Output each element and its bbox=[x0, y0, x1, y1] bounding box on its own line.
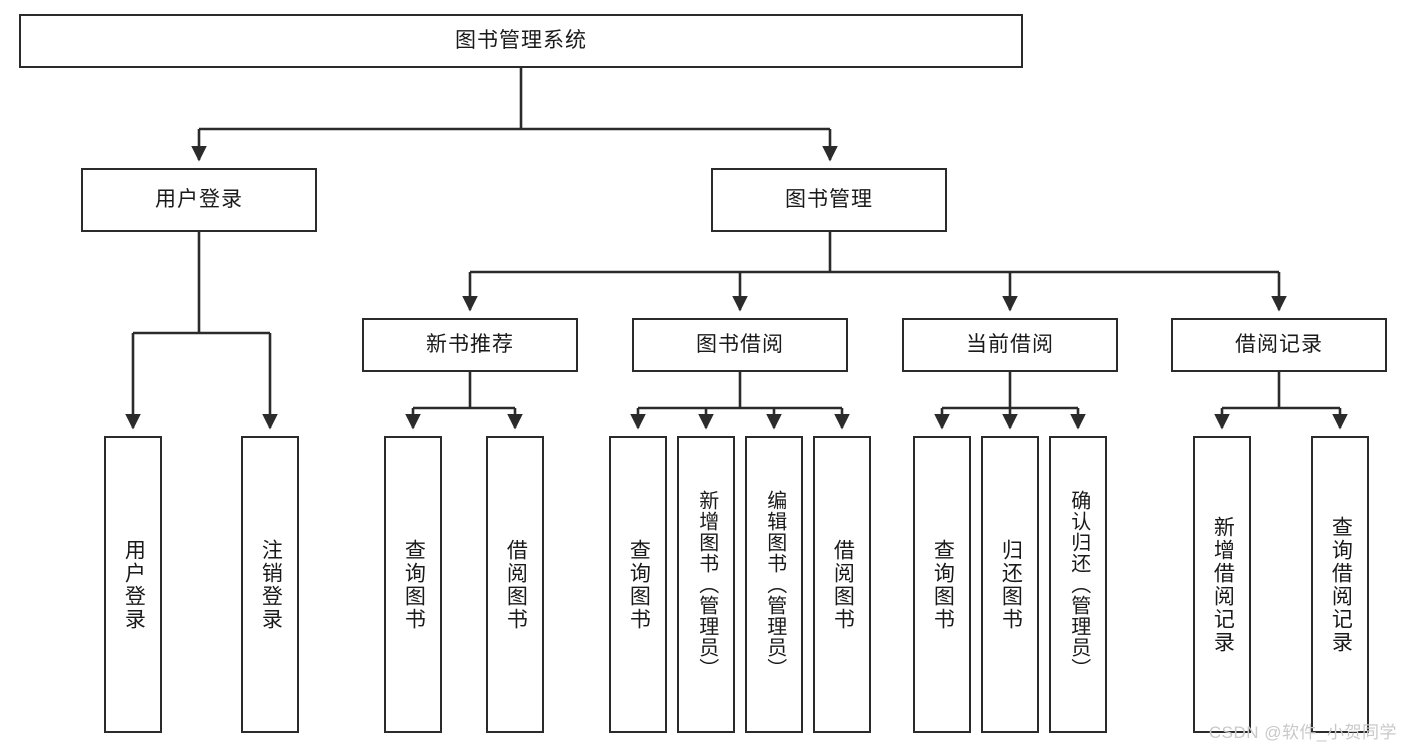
node-label: 查询图书 bbox=[931, 538, 955, 631]
node-root[interactable]: 图书管理系统 bbox=[19, 14, 1023, 68]
node-label: 借阅记录 bbox=[1235, 333, 1323, 357]
node-user-login[interactable]: 用户登录 bbox=[81, 168, 317, 232]
node-label: 用户登录 bbox=[155, 188, 243, 212]
node-label: 编辑图书（管理员） bbox=[763, 490, 786, 679]
node-label: 图书管理系统 bbox=[455, 29, 587, 53]
node-label: 借阅图书 bbox=[831, 538, 855, 631]
node-leaf-user-login[interactable]: 用户登录 bbox=[104, 436, 162, 733]
node-leaf-borrow-book-1[interactable]: 借阅图书 bbox=[486, 436, 544, 733]
node-book-manage[interactable]: 图书管理 bbox=[711, 168, 947, 232]
node-label: 注销登录 bbox=[259, 538, 283, 631]
node-label: 查询借阅记录 bbox=[1329, 515, 1353, 654]
node-leaf-query-book-1[interactable]: 查询图书 bbox=[384, 436, 442, 733]
node-book-borrow[interactable]: 图书借阅 bbox=[632, 318, 848, 372]
node-label: 查询图书 bbox=[627, 538, 651, 631]
node-leaf-return-book[interactable]: 归还图书 bbox=[981, 436, 1039, 733]
node-label: 图书管理 bbox=[785, 188, 873, 212]
node-borrow-record[interactable]: 借阅记录 bbox=[1171, 318, 1387, 372]
node-label: 用户登录 bbox=[122, 538, 146, 631]
node-leaf-edit-book[interactable]: 编辑图书（管理员） bbox=[745, 436, 803, 733]
node-label: 查询图书 bbox=[402, 538, 426, 631]
node-label: 新增借阅记录 bbox=[1211, 515, 1235, 654]
node-label: 归还图书 bbox=[999, 538, 1023, 631]
node-label: 当前借阅 bbox=[966, 333, 1054, 357]
csdn-watermark: CSDN @软件_小贺同学 bbox=[1208, 723, 1397, 742]
node-leaf-query-record[interactable]: 查询借阅记录 bbox=[1311, 436, 1369, 733]
node-label: 新增图书（管理员） bbox=[695, 490, 718, 679]
node-label: 新书推荐 bbox=[426, 333, 514, 357]
node-new-book-rec[interactable]: 新书推荐 bbox=[362, 318, 578, 372]
node-leaf-confirm-return[interactable]: 确认归还（管理员） bbox=[1049, 436, 1107, 733]
node-leaf-query-book-2[interactable]: 查询图书 bbox=[609, 436, 667, 733]
node-leaf-add-record[interactable]: 新增借阅记录 bbox=[1193, 436, 1251, 733]
node-leaf-query-book-3[interactable]: 查询图书 bbox=[913, 436, 971, 733]
node-label: 确认归还（管理员） bbox=[1067, 490, 1090, 679]
node-current-borrow[interactable]: 当前借阅 bbox=[902, 318, 1118, 372]
node-label: 图书借阅 bbox=[696, 333, 784, 357]
node-leaf-add-book[interactable]: 新增图书（管理员） bbox=[677, 436, 735, 733]
node-leaf-borrow-book-2[interactable]: 借阅图书 bbox=[813, 436, 871, 733]
node-leaf-logout[interactable]: 注销登录 bbox=[241, 436, 299, 733]
node-label: 借阅图书 bbox=[504, 538, 528, 631]
